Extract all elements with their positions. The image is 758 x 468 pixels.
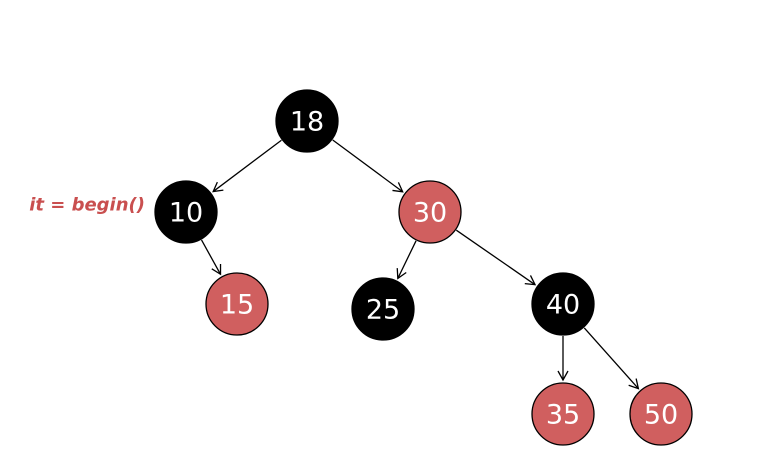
node-circle-10 [154, 180, 218, 244]
tree-node-18: 18 [275, 89, 339, 153]
node-label-50: 50 [644, 400, 678, 431]
tree-node-50: 50 [629, 382, 693, 446]
node-label-10: 10 [169, 198, 203, 229]
node-circle-35 [531, 382, 595, 446]
edge-40-to-50 [583, 327, 640, 390]
edge-18-to-30 [332, 139, 404, 193]
tree-node-35: 35 [531, 382, 595, 446]
tree-node-40: 40 [531, 272, 595, 336]
node-label-30: 30 [413, 198, 447, 229]
node-circle-50 [629, 382, 693, 446]
node-label-40: 40 [546, 290, 580, 321]
edge-18-to-10 [212, 139, 282, 193]
tree-node-25: 25 [351, 277, 415, 341]
node-label-35: 35 [546, 400, 580, 431]
edge-30-to-40 [455, 229, 537, 286]
edge-10-to-15 [200, 239, 222, 276]
node-label-15: 15 [220, 290, 254, 321]
edge-30-to-25 [396, 240, 417, 280]
tree-node-30: 30 [398, 180, 462, 244]
node-label-25: 25 [366, 295, 400, 326]
node-circle-15 [205, 272, 269, 336]
iterator-annotation: it = begin() [29, 195, 145, 216]
tree-nodes: 18 10 30 15 25 40 35 50 [154, 89, 693, 446]
node-circle-30 [398, 180, 462, 244]
node-circle-25 [351, 277, 415, 341]
node-circle-18 [275, 89, 339, 153]
tree-node-10: 10 [154, 180, 218, 244]
tree-node-15: 15 [205, 272, 269, 336]
node-label-18: 18 [290, 107, 324, 138]
tree-edges [200, 139, 640, 390]
node-circle-40 [531, 272, 595, 336]
